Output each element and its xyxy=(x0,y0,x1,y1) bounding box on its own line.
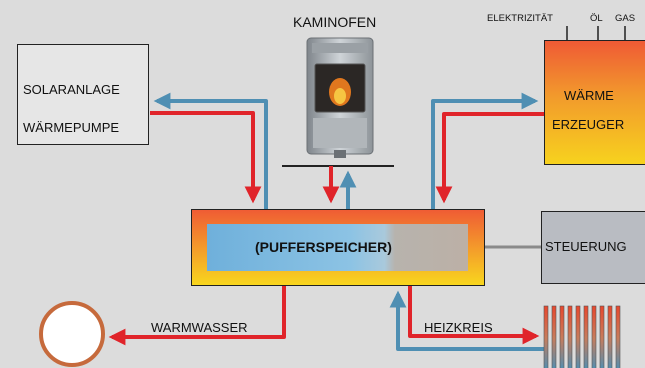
label-waermepumpe: WÄRMEPUMPE xyxy=(23,120,120,135)
solar-heatpump-box xyxy=(17,44,149,145)
solar-cold-pipe xyxy=(153,92,268,209)
label-erzeuger: ERZEUGER xyxy=(552,117,625,132)
label-waerme: WÄRME xyxy=(564,88,614,103)
label-kaminofen: KAMINOFEN xyxy=(293,14,377,30)
heizkreis-cold-pipe xyxy=(389,290,544,351)
heizkreis-hot-pipe xyxy=(408,286,540,345)
label-oel: ÖL xyxy=(590,13,603,24)
hot-water-circle-icon xyxy=(39,301,105,367)
solar-hot-pipe xyxy=(150,111,262,204)
radiator-icon xyxy=(543,305,621,368)
label-heizkreis: HEIZKREIS xyxy=(424,320,493,335)
label-gas: GAS xyxy=(615,13,636,24)
label-steuerung: STEUERUNG xyxy=(545,239,627,254)
heat-generator-box xyxy=(544,40,645,165)
generator-hot-pipe xyxy=(435,112,544,204)
label-warmwasser: WARMWASSER xyxy=(151,320,248,335)
control-box xyxy=(541,211,645,284)
buffer-tank-water xyxy=(207,224,468,271)
label-solaranlage: SOLARANLAGE xyxy=(23,82,120,97)
label-pufferspeicher: (PUFFERSPEICHER) xyxy=(255,239,392,255)
stove-icon xyxy=(306,37,374,158)
warmwasser-pipe xyxy=(108,286,286,346)
label-elektrizitaet: ELEKTRIZITÄT xyxy=(487,13,553,24)
generator-cold-pipe xyxy=(431,92,539,209)
